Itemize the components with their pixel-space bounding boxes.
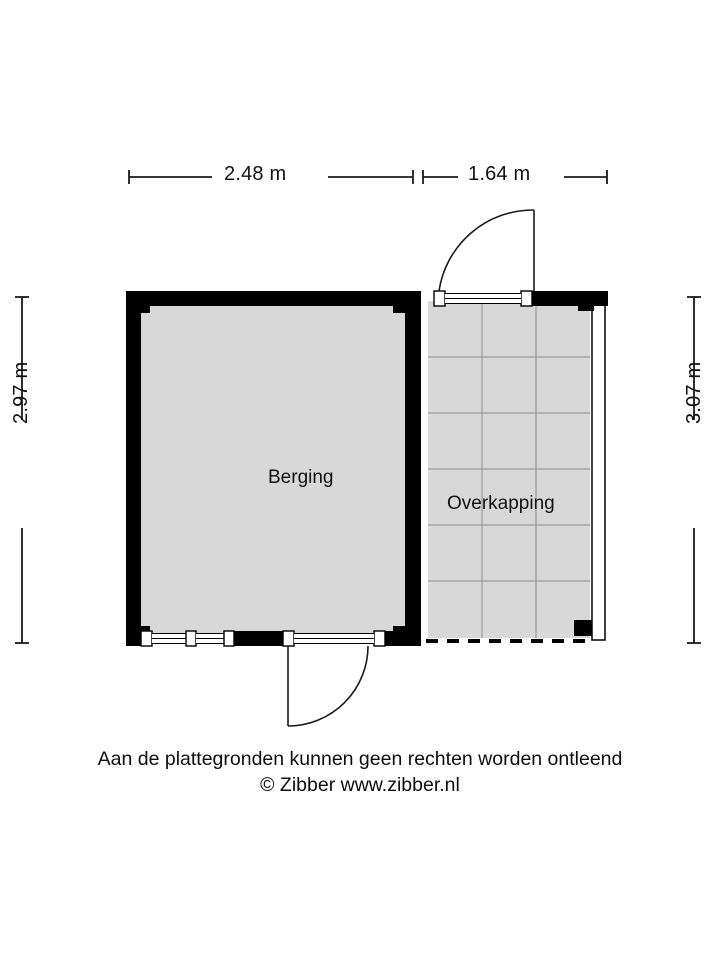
dimension-label-top-left: 2.48 m <box>224 163 287 185</box>
dimension-line-right <box>682 296 708 644</box>
overkapping-glass-wall-right <box>591 298 606 641</box>
dimension-label-left: 2.97 m <box>10 361 32 424</box>
room-label-overkapping: Overkapping <box>447 493 555 514</box>
room-overkapping-floor <box>428 301 590 638</box>
dimension-line-left <box>10 296 36 644</box>
window-bottom-left-1 <box>140 630 197 647</box>
dimension-label-right: 3.07 m <box>683 361 705 424</box>
structural-walls <box>126 291 608 646</box>
window-bottom-left-2 <box>196 630 235 647</box>
door-bottom <box>282 630 386 727</box>
disclaimer: Aan de plattegronden kunnen geen rechten… <box>0 746 720 798</box>
disclaimer-line-2: © Zibber www.zibber.nl <box>260 774 460 796</box>
dimension-label-top-right: 1.64 m <box>468 163 531 185</box>
room-label-berging: Berging <box>268 467 334 488</box>
dimension-line-top-right <box>422 165 608 189</box>
disclaimer-line-1: Aan de plattegronden kunnen geen rechten… <box>97 748 623 770</box>
dimension-line-top-left <box>128 165 414 189</box>
room-berging-floor <box>138 301 405 638</box>
door-top-right <box>433 209 535 307</box>
